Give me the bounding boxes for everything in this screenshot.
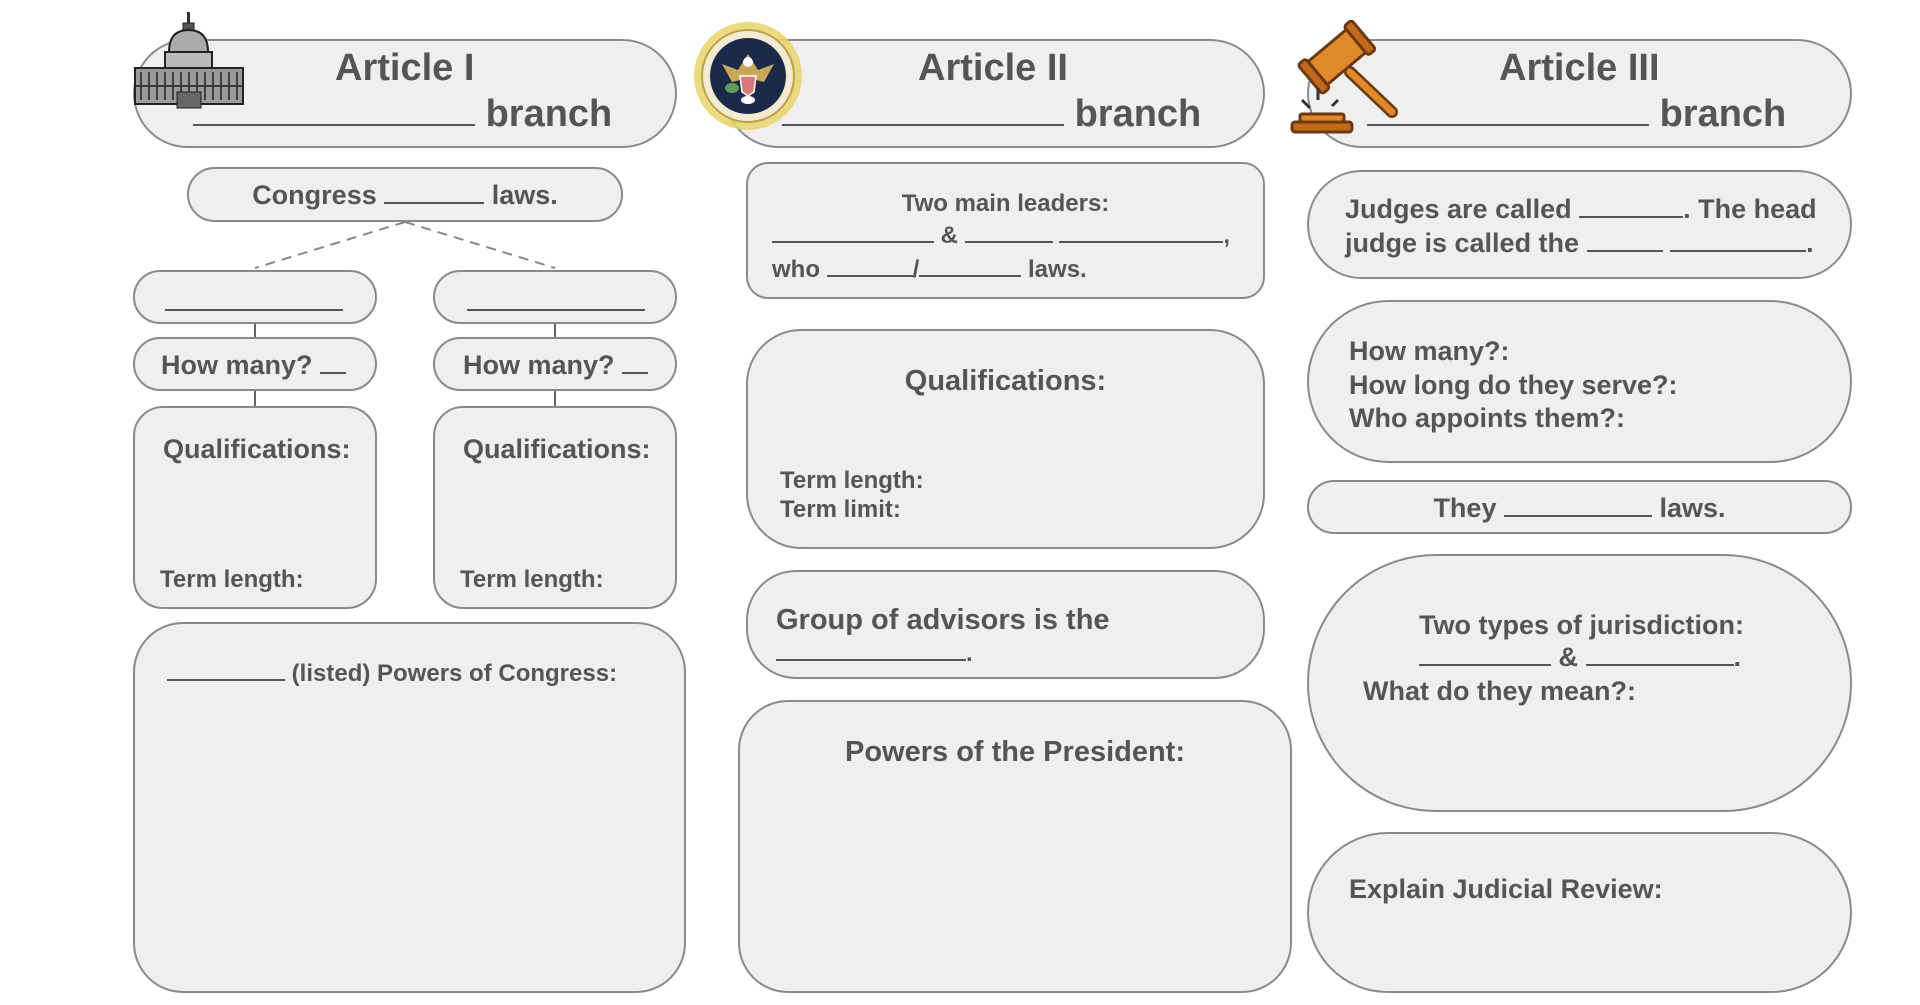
article3-title: Article III [1499,47,1660,89]
article2-header: Article II branch [724,39,1265,148]
they-laws-text: They laws. [1433,493,1726,523]
jurisdiction-blank-1[interactable] [1419,663,1551,666]
article1-title: Article I [335,47,475,89]
chamber-left-qualifications-box: Qualifications: Term length: [133,406,377,609]
article1-branch-blank[interactable] [193,123,475,126]
chamber-left-how-many: How many? [161,350,347,381]
article2-branch-line: branch [782,93,1201,136]
jurisdiction-blanks-line: & . [1419,642,1741,673]
president-term-length-label: Term length: [780,467,924,494]
congress-laws-box: Congress laws. [187,167,623,222]
chamber-right-name-box [433,270,677,324]
two-leaders-box: Two main leaders: & , who / laws. [746,162,1265,299]
judges-line-2: judge is called the . [1345,228,1814,258]
president-powers-box: Powers of the President: [738,700,1292,993]
president-term-limit-label: Term limit: [780,496,901,523]
chamber-right-qualifications-label: Qualifications: [463,434,651,464]
president-powers-label: Powers of the President: [844,736,1185,768]
head-judge-blank-2[interactable] [1670,249,1807,252]
they-laws-box: They laws. [1307,480,1852,534]
chamber-left-how-many-box: How many? [133,337,377,391]
chamber-left-qualifications-label: Qualifications: [163,434,351,464]
article3-header: Article III branch [1307,39,1852,148]
advisors-box: Group of advisors is the . [746,570,1265,679]
judicial-review-box: Explain Judicial Review: [1307,832,1852,993]
two-leaders-who-line: who / laws. [772,256,1087,283]
judges-called-blank[interactable] [1579,215,1684,218]
congress-powers-blank[interactable] [167,678,285,681]
who-blank-1[interactable] [826,274,913,277]
who-blank-2[interactable] [919,274,1022,277]
head-judge-blank-1[interactable] [1586,249,1663,252]
advisors-blank-line: . [776,640,973,668]
article1-branch-label: branch [485,93,613,135]
capitol-building-icon [134,12,244,109]
chamber-left-name-box [133,270,377,324]
judicial-review-label: Explain Judicial Review: [1349,874,1663,904]
article2-title: Article II [918,47,1068,89]
two-leaders-title: Two main leaders: [901,190,1110,217]
gavel-icon [1290,20,1398,134]
chamber-right-how-many-blank[interactable] [622,371,649,374]
advisors-blank[interactable] [776,658,966,661]
chamber-right-qualifications-box: Qualifications: Term length: [433,406,677,609]
judges-how-many: How many?: [1349,336,1510,366]
they-laws-blank[interactable] [1503,514,1652,517]
article2-branch-label: branch [1074,93,1202,135]
chamber-left-term-length-label: Term length: [160,566,304,593]
congress-powers-label: (listed) Powers of Congress: [167,660,617,688]
advisors-text: Group of advisors is the [776,604,1110,636]
article3-branch-label: branch [1659,93,1787,135]
judges-box: Judges are called . The head judge is ca… [1307,170,1852,279]
congress-laws-blank[interactable] [384,201,485,204]
chamber-right-how-many-box: How many? [433,337,677,391]
judges-how-long: How long do they serve?: [1349,370,1678,400]
presidential-seal-icon [694,22,802,130]
judges-who-appoints: Who appoints them?: [1349,403,1625,433]
article1-branch-line: branch [193,93,612,136]
congress-laws-text: Congress laws. [252,180,558,210]
chamber-right-term-length-label: Term length: [460,566,604,593]
jurisdiction-box: Two types of jurisdiction: & . What do t… [1307,554,1852,812]
president-qualifications-box: Qualifications: Term length: Term limit: [746,329,1265,549]
jurisdiction-blank-2[interactable] [1585,663,1734,666]
leader2-name-blank[interactable] [1059,240,1224,243]
leader1-blank[interactable] [772,240,934,243]
judges-line-1: Judges are called . The head [1345,194,1817,224]
leader2-title-blank[interactable] [964,240,1053,243]
two-leaders-blanks-line: & , [772,222,1230,250]
article2-branch-blank[interactable] [782,123,1064,126]
article3-branch-blank[interactable] [1367,123,1649,126]
jurisdiction-meaning: What do they mean?: [1363,676,1637,706]
chamber-right-how-many: How many? [463,350,649,381]
judges-details-box: How many?: How long do they serve?: Who … [1307,300,1852,463]
chamber-left-name-blank[interactable] [165,308,343,311]
article3-branch-line: branch [1367,93,1786,136]
jurisdiction-title: Two types of jurisdiction: [1419,610,1745,640]
chamber-right-name-blank[interactable] [467,308,645,311]
president-qualifications-label: Qualifications: [904,365,1107,397]
congress-powers-box: (listed) Powers of Congress: [133,622,686,993]
chamber-left-how-many-blank[interactable] [320,371,347,374]
